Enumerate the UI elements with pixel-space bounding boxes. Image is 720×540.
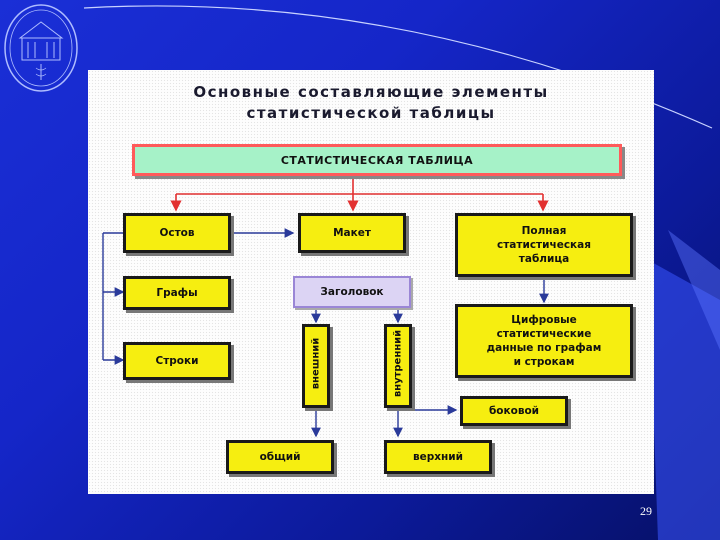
connector-lines <box>102 176 549 438</box>
digital-data-node: Цифровые статистические данные по графам… <box>455 304 633 378</box>
zagolovok-node: Заголовок <box>293 276 411 308</box>
statistical-table-node: СТАТИСТИЧЕСКАЯ ТАБЛИЦА <box>132 144 622 176</box>
title-line-1: Основные составляющие элементы <box>193 83 549 101</box>
diagram-title: Основные составляющие элементы статистич… <box>88 82 654 124</box>
title-line-2: статистической таблицы <box>246 104 496 122</box>
bokovoy-node: боковой <box>460 396 568 426</box>
obshchiy-node: общий <box>226 440 334 474</box>
ostov-node: Остов <box>123 213 231 253</box>
vneshniy-label: внешний <box>310 337 322 390</box>
maket-node: Макет <box>298 213 406 253</box>
vneshniy-node <box>302 324 330 408</box>
red-arrows <box>170 176 549 212</box>
grafy-node: Графы <box>123 276 231 310</box>
vnutrenniy-node <box>384 324 412 408</box>
vnutrenniy-label: внутренний <box>392 329 404 398</box>
full-table-node: Полная статистическая таблица <box>455 213 633 277</box>
slide-number: 29 <box>640 504 652 518</box>
decorative-wedge <box>648 230 720 540</box>
university-emblem-icon <box>4 4 78 92</box>
verkhniy-node: верхний <box>384 440 492 474</box>
stroki-node: Строки <box>123 342 231 380</box>
diagram-panel: Основные составляющие элементы статистич… <box>88 70 654 494</box>
